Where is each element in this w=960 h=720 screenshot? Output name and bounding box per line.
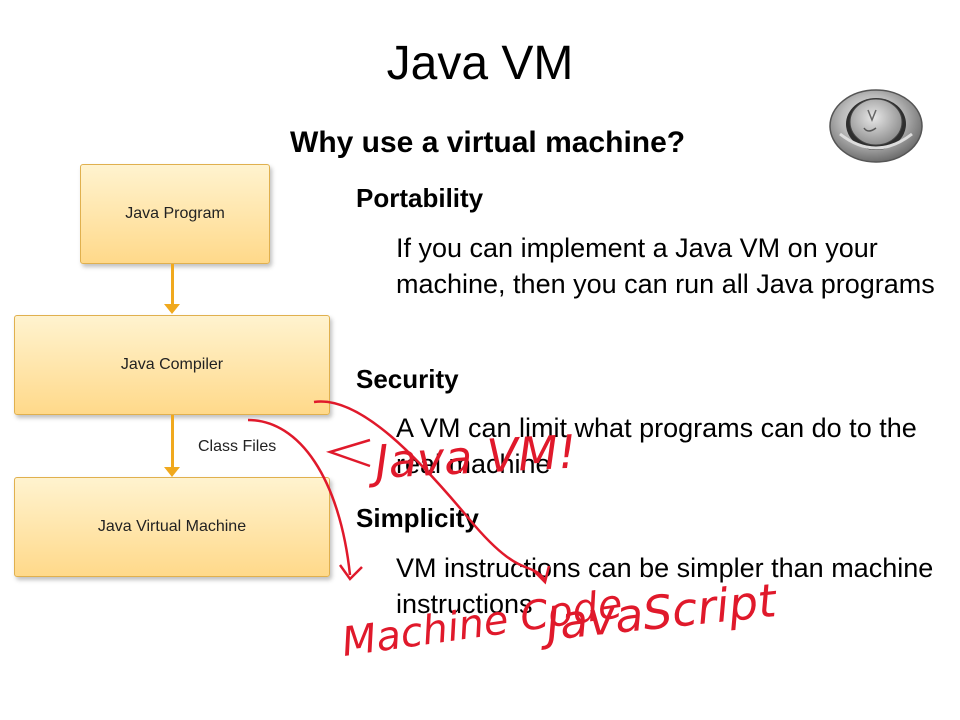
simplicity-text: VM instructions can be simpler than mach… xyxy=(396,553,934,619)
arrow-head-2 xyxy=(164,467,180,477)
security-text: A VM can limit what programs can do to t… xyxy=(396,413,917,479)
class-files-label: Class Files xyxy=(198,438,277,455)
arrow-head-1 xyxy=(164,304,180,314)
java-program-box: Java Program xyxy=(80,164,270,264)
slide-subtitle: Why use a virtual machine? xyxy=(290,126,686,159)
java-ring-image xyxy=(829,89,923,163)
simplicity-heading: Simplicity xyxy=(356,503,479,533)
arrow-program-to-compiler xyxy=(171,264,174,306)
annotation-left-arrow xyxy=(325,438,371,468)
java-virtual-machine-box: Java Virtual Machine xyxy=(14,477,330,577)
annotation-arrowhead-machine-code xyxy=(338,564,363,581)
java-compiler-box: Java Compiler xyxy=(14,315,330,415)
portability-text: If you can implement a Java VM on your m… xyxy=(396,233,935,299)
portability-heading: Portability xyxy=(356,183,484,213)
arrow-compiler-to-vm xyxy=(171,415,174,469)
slide-title: Java VM xyxy=(386,37,574,90)
security-heading: Security xyxy=(356,364,459,394)
